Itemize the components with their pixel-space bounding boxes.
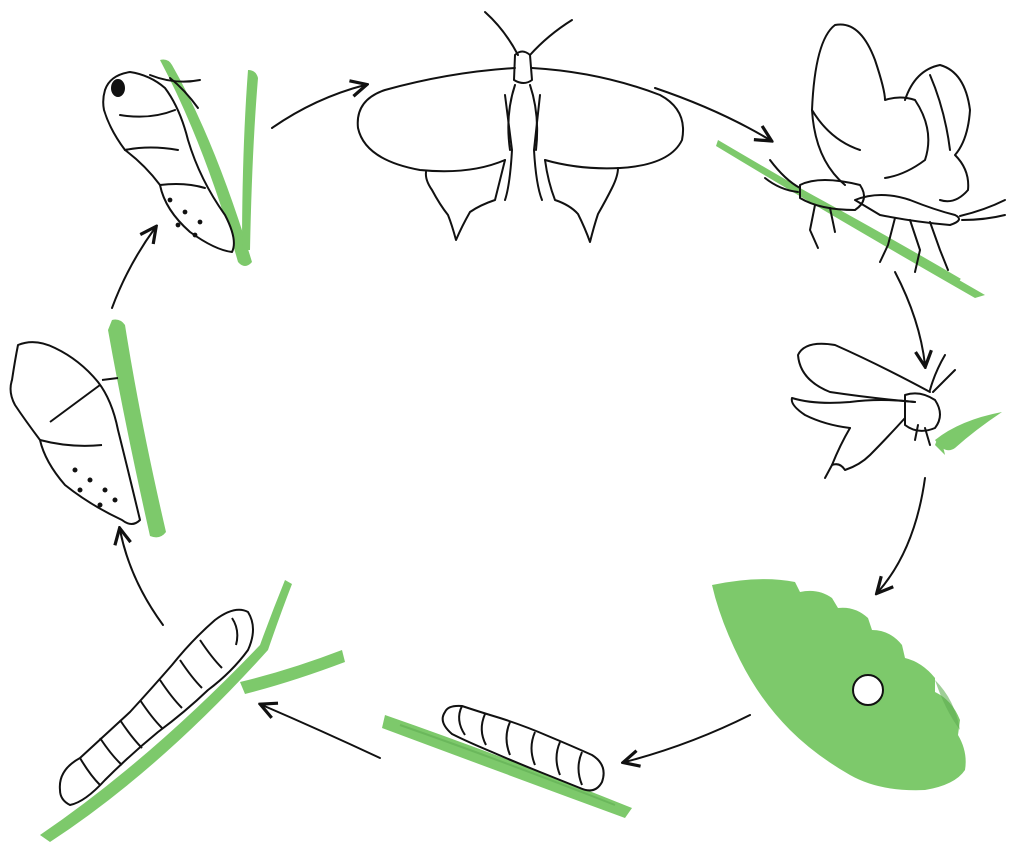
stem-emerging-branch	[242, 70, 258, 250]
arrow-butterfly-to-mating	[655, 88, 770, 140]
egg-on-leaf-icon	[712, 579, 966, 790]
arrow-mating-to-laying	[895, 272, 925, 365]
large-caterpillar-icon	[40, 580, 345, 842]
leaf-tip	[935, 412, 1002, 450]
arrow-small-to-large-caterpillar	[262, 705, 380, 758]
small-caterpillar-icon	[382, 706, 632, 818]
leaf	[712, 579, 966, 790]
arrow-egg-to-small-caterpillar	[625, 715, 750, 762]
egg	[853, 675, 883, 705]
arrow-emerging-to-butterfly	[272, 85, 365, 128]
chrysalis-icon	[11, 320, 166, 538]
arrow-laying-to-egg	[878, 478, 925, 592]
emerging-butterfly-icon	[103, 60, 258, 266]
arrow-large-caterpillar-to-chrysalis	[120, 530, 163, 625]
mating-butterflies-icon	[716, 24, 1005, 298]
butterfly-icon	[358, 12, 683, 242]
egg-laying-butterfly-icon	[792, 344, 1002, 478]
arrow-chrysalis-to-emerging	[112, 228, 155, 308]
